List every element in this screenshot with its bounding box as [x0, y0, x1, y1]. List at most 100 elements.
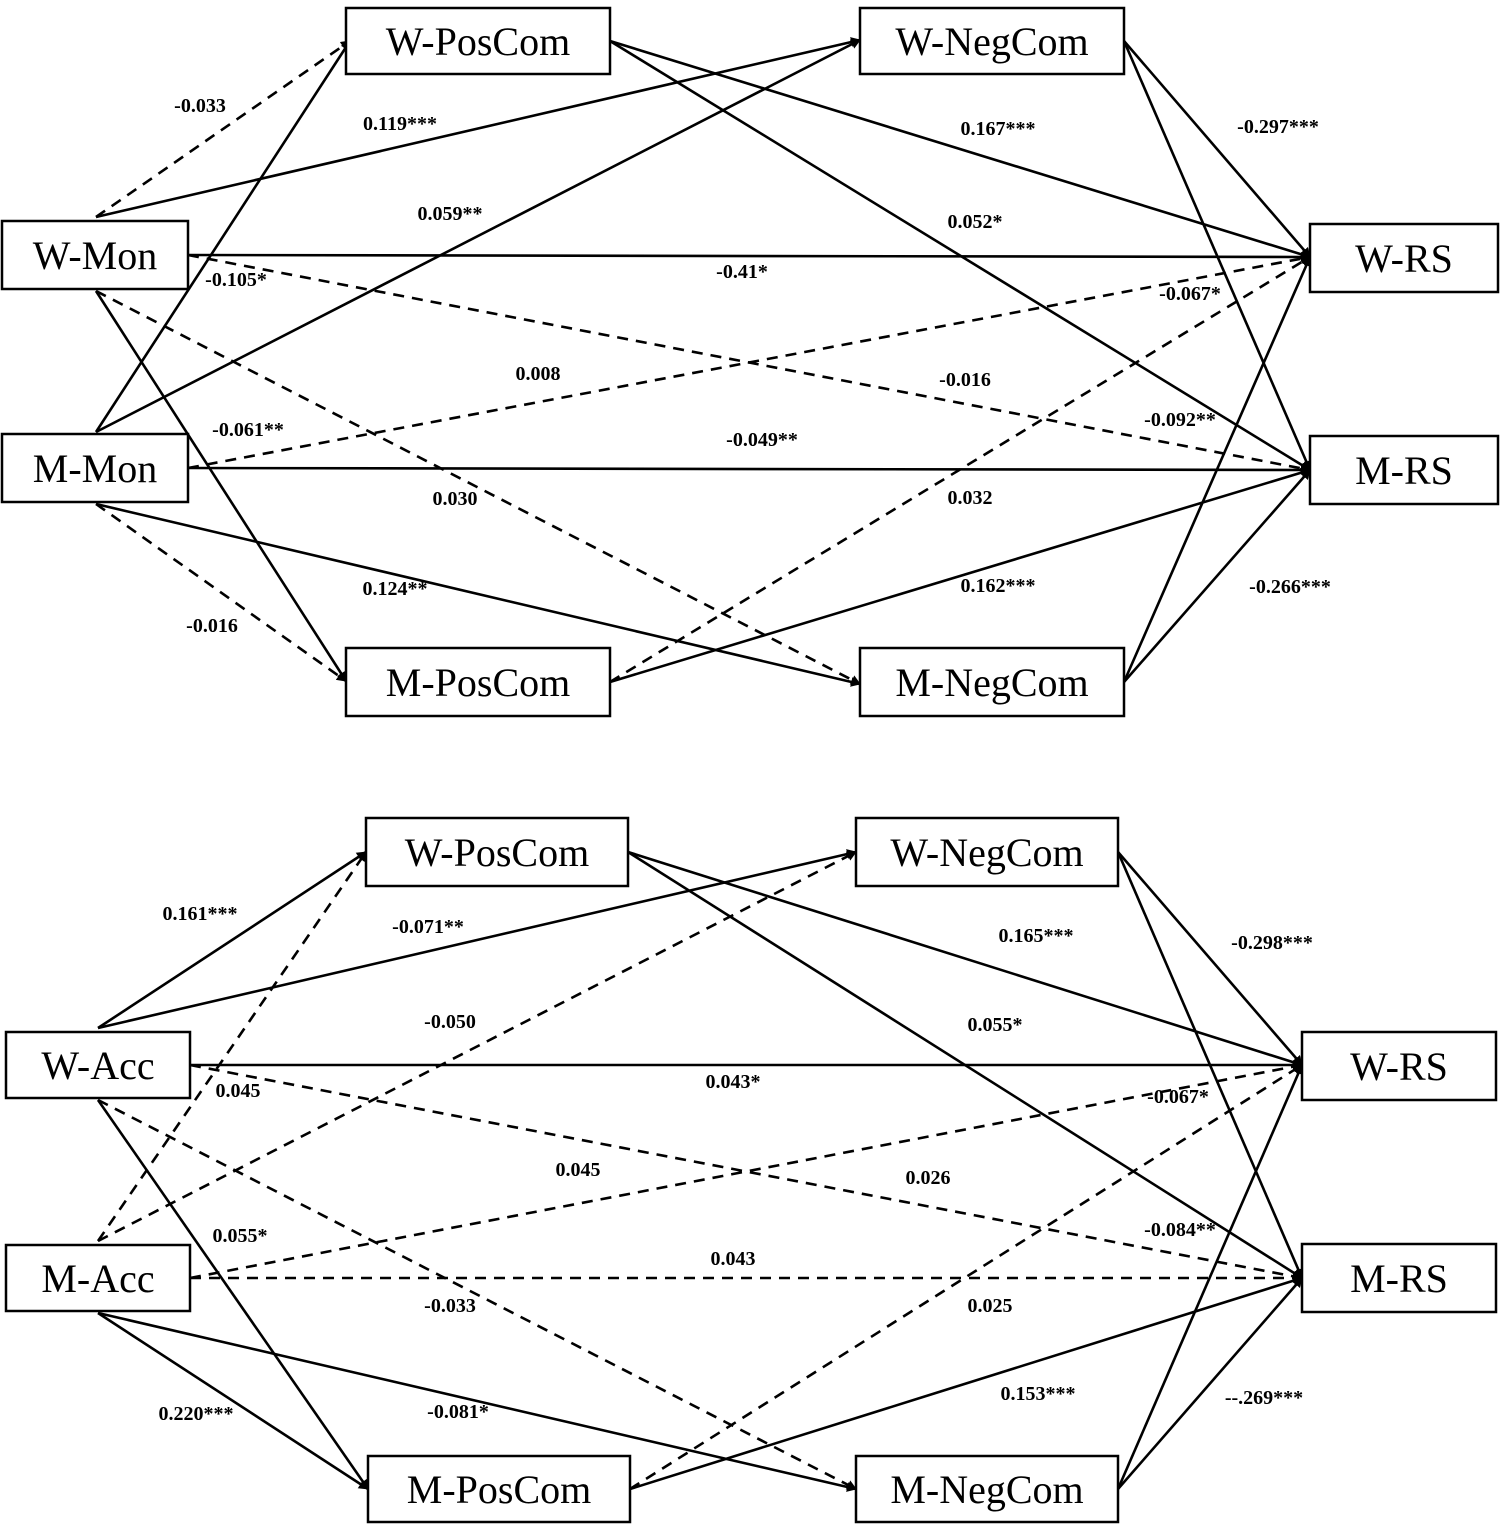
node-label: M-PosCom — [407, 1467, 592, 1512]
path-mpos-to-mrs — [629, 1275, 1303, 1491]
coefficient-mx-to-mneg: -0.081* — [427, 1401, 489, 1423]
coefficient-wneg-to-wrs: -0.297*** — [1237, 116, 1319, 138]
node-label: M-NegCom — [895, 660, 1088, 705]
node-mneg: M-NegCom — [858, 646, 1126, 718]
coefficient-wx-to-mneg: 0.030 — [433, 488, 478, 510]
node-wneg: W-NegCom — [854, 816, 1120, 888]
acceptance-path-diagram: 0.161*** -0.071** -0.050 0.165*** 0.055* -0.2… — [4, 816, 1498, 1524]
path-wx-to-wneg — [95, 37, 861, 219]
node-label: W-Acc — [41, 1043, 154, 1088]
coefficient-wx-to-mpos: 0.045 — [216, 1080, 261, 1102]
path-wneg-to-wrs — [1117, 851, 1303, 1066]
path-mpos-to-wrs — [609, 255, 1311, 684]
path-mx-to-wrs — [187, 253, 1311, 470]
coefficient-wpos-to-mrs: 0.052* — [948, 211, 1003, 233]
node-box — [1300, 1030, 1498, 1102]
node-label: M-RS — [1355, 448, 1453, 493]
node-mpos: M-PosCom — [344, 646, 612, 718]
node-wneg: W-NegCom — [858, 6, 1126, 76]
node-box — [344, 646, 612, 718]
coefficient-wpos-to-wrs: 0.165*** — [999, 925, 1074, 947]
coefficient-mx-to-mrs: 0.043 — [711, 1248, 756, 1270]
node-label: W-PosCom — [405, 830, 589, 875]
coefficient-mx-to-mneg: 0.124** — [363, 578, 428, 600]
coefficient-wx-to-wneg: 0.119*** — [363, 113, 437, 135]
node-wrs: W-RS — [1308, 222, 1500, 294]
coefficient-mx-to-mpos: 0.220*** — [159, 1403, 234, 1425]
node-wpos: W-PosCom — [344, 6, 612, 76]
path-wx-to-wpos — [95, 39, 351, 219]
coefficient-label: -0.084** — [1144, 1219, 1216, 1241]
path-wpos-to-wrs — [609, 39, 1311, 260]
node-box — [4, 1243, 192, 1313]
coefficient-wpos-to-mrs: 0.055* — [968, 1014, 1023, 1036]
node-box — [1308, 222, 1500, 294]
path-mx-to-mpos — [97, 1311, 369, 1491]
node-label: M-NegCom — [890, 1467, 1083, 1512]
node-box — [854, 816, 1120, 888]
path-mx-to-wpos — [94, 40, 352, 433]
coefficient-mx-to-wrs: 0.008 — [516, 363, 561, 385]
coefficient-mpos-to-wrs: 0.032 — [948, 487, 993, 509]
path-mx-to-mrs — [187, 464, 1311, 475]
path-wx-to-mpos — [96, 1099, 370, 1490]
node-label: W-NegCom — [890, 830, 1083, 875]
node-label: W-Mon — [33, 233, 157, 278]
path-wx-to-mpos — [94, 290, 348, 682]
path-wx-to-mneg — [95, 289, 861, 686]
coefficient-label: 0.055* — [213, 1225, 268, 1247]
path-mx-to-mneg — [97, 1311, 857, 1492]
monitoring-path-diagram: -0.033 0.119*** 0.059** 0.167*** 0.052* -0.29… — [0, 6, 1500, 718]
node-mx: M-Mon — [0, 432, 190, 504]
coefficient-mx-to-mpos: -0.016 — [186, 615, 238, 637]
node-box — [344, 6, 612, 76]
node-box — [1308, 434, 1500, 506]
node-label: M-Mon — [33, 446, 157, 491]
coefficient-mneg-to-mrs: -0.266*** — [1249, 576, 1331, 598]
node-wx: W-Acc — [4, 1030, 192, 1100]
node-box — [854, 1454, 1120, 1524]
node-box — [0, 219, 190, 291]
node-label: W-PosCom — [386, 19, 570, 64]
coefficient-label: -0.067* — [1147, 1086, 1209, 1108]
coefficient-wpos-to-wrs: 0.167*** — [961, 118, 1036, 140]
node-box — [364, 816, 630, 888]
node-mpos: M-PosCom — [366, 1454, 632, 1524]
path-mneg-to-mrs — [1117, 1277, 1303, 1490]
path-mpos-to-mrs — [609, 467, 1311, 684]
coefficient-wx-to-wrs: -0.41* — [716, 261, 768, 283]
path-wx-to-wrs — [187, 251, 1311, 262]
coefficient-mpos-to-wrs: 0.025 — [968, 1295, 1013, 1317]
coefficient-label: -0.092** — [1144, 409, 1216, 431]
node-label: M-Acc — [41, 1256, 154, 1301]
coefficient-mpos-to-mrs: 0.153*** — [1001, 1383, 1076, 1405]
node-wx: W-Mon — [0, 219, 190, 291]
coefficient-wx-to-wpos: 0.161*** — [163, 903, 238, 925]
coefficient-wx-to-wneg: -0.071** — [392, 916, 464, 938]
coefficient-wx-to-mpos: -0.105* — [205, 269, 267, 291]
coefficient-wneg-to-wrs: -0.298*** — [1231, 932, 1313, 954]
path-mneg-to-wrs — [1122, 256, 1312, 683]
coefficient-mx-to-wrs: 0.045 — [556, 1159, 601, 1181]
node-mx: M-Acc — [4, 1243, 192, 1313]
coefficient-mpos-to-mrs: 0.162*** — [961, 575, 1036, 597]
coefficient-wx-to-wpos: -0.033 — [174, 95, 226, 117]
path-mneg-to-mrs — [1123, 469, 1311, 683]
path-mneg-to-wrs — [1116, 1064, 1304, 1490]
node-label: W-NegCom — [895, 19, 1088, 64]
node-box — [858, 6, 1126, 76]
path-mx-to-mpos — [95, 502, 347, 683]
path-wx-to-wpos — [97, 850, 367, 1030]
coefficient-wx-to-wrs: 0.043* — [706, 1071, 761, 1093]
coefficient-mx-to-mrs: -0.049** — [726, 429, 798, 451]
path-mx-to-wpos — [96, 851, 368, 1242]
node-box — [858, 646, 1126, 718]
coefficient-mx-to-wneg: 0.059** — [418, 203, 483, 225]
node-mneg: M-NegCom — [854, 1454, 1120, 1524]
path-wx-to-mneg — [97, 1098, 857, 1491]
node-mrs: M-RS — [1308, 434, 1500, 506]
coefficient-mx-to-wneg: -0.050 — [424, 1011, 476, 1033]
node-label: W-RS — [1355, 236, 1453, 281]
node-box — [1300, 1242, 1498, 1314]
